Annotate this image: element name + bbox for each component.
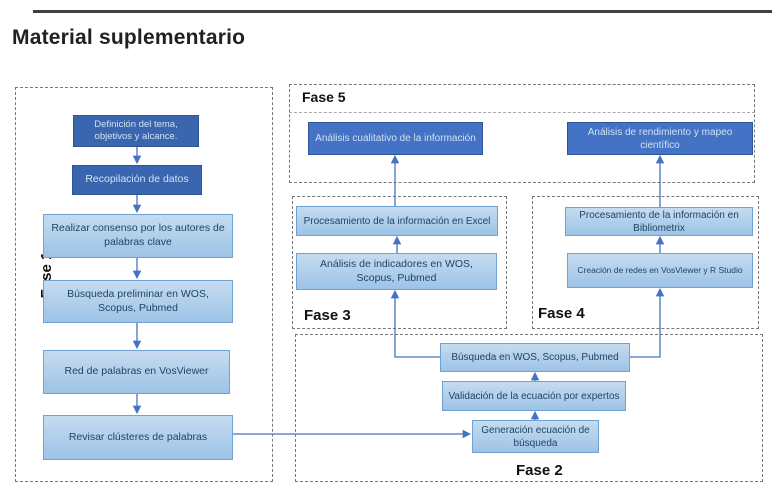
page-title: Material suplementario: [12, 26, 246, 49]
node-validacion-ecuacion: Validación de la ecuación por expertos: [442, 381, 626, 411]
node-analisis-indicadores: Análisis de indicadores en WOS, Scopus, …: [296, 253, 497, 290]
node-generacion-ecuacion: Generación ecuación de búsqueda: [472, 420, 599, 453]
node-recopilacion: Recopilación de datos: [72, 165, 202, 195]
phase-fase2: [295, 334, 763, 482]
node-analisis-cualitativo: Análisis cualitativo de la información: [308, 122, 483, 155]
node-busqueda-preliminar: Búsqueda preliminar en WOS, Scopus, Pubm…: [43, 280, 233, 323]
node-procesamiento-excel: Procesamiento de la información en Excel: [296, 206, 498, 236]
title-rule: [33, 10, 772, 13]
node-red-palabras: Red de palabras en VosViewer: [43, 350, 230, 394]
phase-fase5: [289, 84, 755, 183]
node-revisar-clusteres: Revisar clústeres de palabras: [43, 415, 233, 460]
phase-label-fase2: Fase 2: [516, 462, 563, 479]
node-definicion: Definición del tema, objetivos y alcance…: [73, 115, 199, 147]
phase-label-fase5: Fase 5: [302, 89, 346, 105]
node-creacion-redes: Creación de redes en VosViewer y R Studi…: [567, 253, 753, 288]
node-busqueda-wos: Búsqueda en WOS, Scopus, Pubmed: [440, 343, 630, 372]
node-analisis-rendimiento: Análisis de rendimiento y mapeo científi…: [567, 122, 753, 155]
phase-label-fase3: Fase 3: [304, 307, 351, 324]
phase-fase1: [15, 87, 273, 482]
phase-label-fase4: Fase 4: [538, 305, 585, 322]
node-procesamiento-bibliometrix: Procesamiento de la información en Bibli…: [565, 207, 753, 236]
node-consenso: Realizar consenso por los autores de pal…: [43, 214, 233, 258]
fase5-divider-line: [289, 112, 755, 113]
